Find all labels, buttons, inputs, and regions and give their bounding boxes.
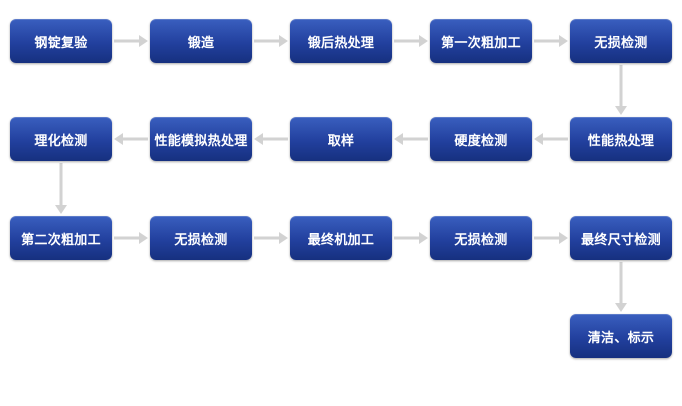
step-second-rough-machining: 第二次粗加工 xyxy=(10,216,112,260)
arrow-rough-1-to-ndt-1 xyxy=(534,35,568,47)
arrow-simulated-to-physical xyxy=(114,133,148,145)
step-forging: 锻造 xyxy=(150,19,252,63)
step-final-dimension-check: 最终尺寸检测 xyxy=(570,216,672,260)
step-property-heat-treat: 性能热处理 xyxy=(570,117,672,161)
arrow-heat-treat-to-rough-1 xyxy=(394,35,428,47)
step-nondestructive-test-1: 无损检测 xyxy=(570,19,672,63)
step-ingot-recheck: 钢锭复验 xyxy=(10,19,112,63)
step-sampling: 取样 xyxy=(290,117,392,161)
arrow-final-machining-to-ndt-3 xyxy=(394,232,428,244)
step-nondestructive-test-2: 无损检测 xyxy=(150,216,252,260)
arrow-sampling-to-simulated xyxy=(254,133,288,145)
step-simulated-heat-treat: 性能模拟热处理 xyxy=(150,117,252,161)
arrow-physical-to-rough-2 xyxy=(55,163,67,214)
arrow-rough-2-to-ndt-2 xyxy=(114,232,148,244)
arrow-ndt-2-to-final-machining xyxy=(254,232,288,244)
arrow-ndt-1-to-property-heat-treat xyxy=(615,65,627,115)
arrow-hardness-to-sampling xyxy=(394,133,428,145)
arrow-final-dimension-to-cleaning xyxy=(615,262,627,312)
step-first-rough-machining: 第一次粗加工 xyxy=(430,19,532,63)
step-cleaning-marking: 清洁、标示 xyxy=(570,314,672,358)
step-physical-chemical-test: 理化检测 xyxy=(10,117,112,161)
step-nondestructive-test-3: 无损检测 xyxy=(430,216,532,260)
step-final-machining: 最终机加工 xyxy=(290,216,392,260)
arrow-ndt-3-to-final-dimension xyxy=(534,232,568,244)
arrow-ingot-to-forging xyxy=(114,35,148,47)
arrow-property-to-hardness xyxy=(534,133,568,145)
step-post-forging-heat-treat: 锻后热处理 xyxy=(290,19,392,63)
step-hardness-test: 硬度检测 xyxy=(430,117,532,161)
arrow-forging-to-heat-treat xyxy=(254,35,288,47)
